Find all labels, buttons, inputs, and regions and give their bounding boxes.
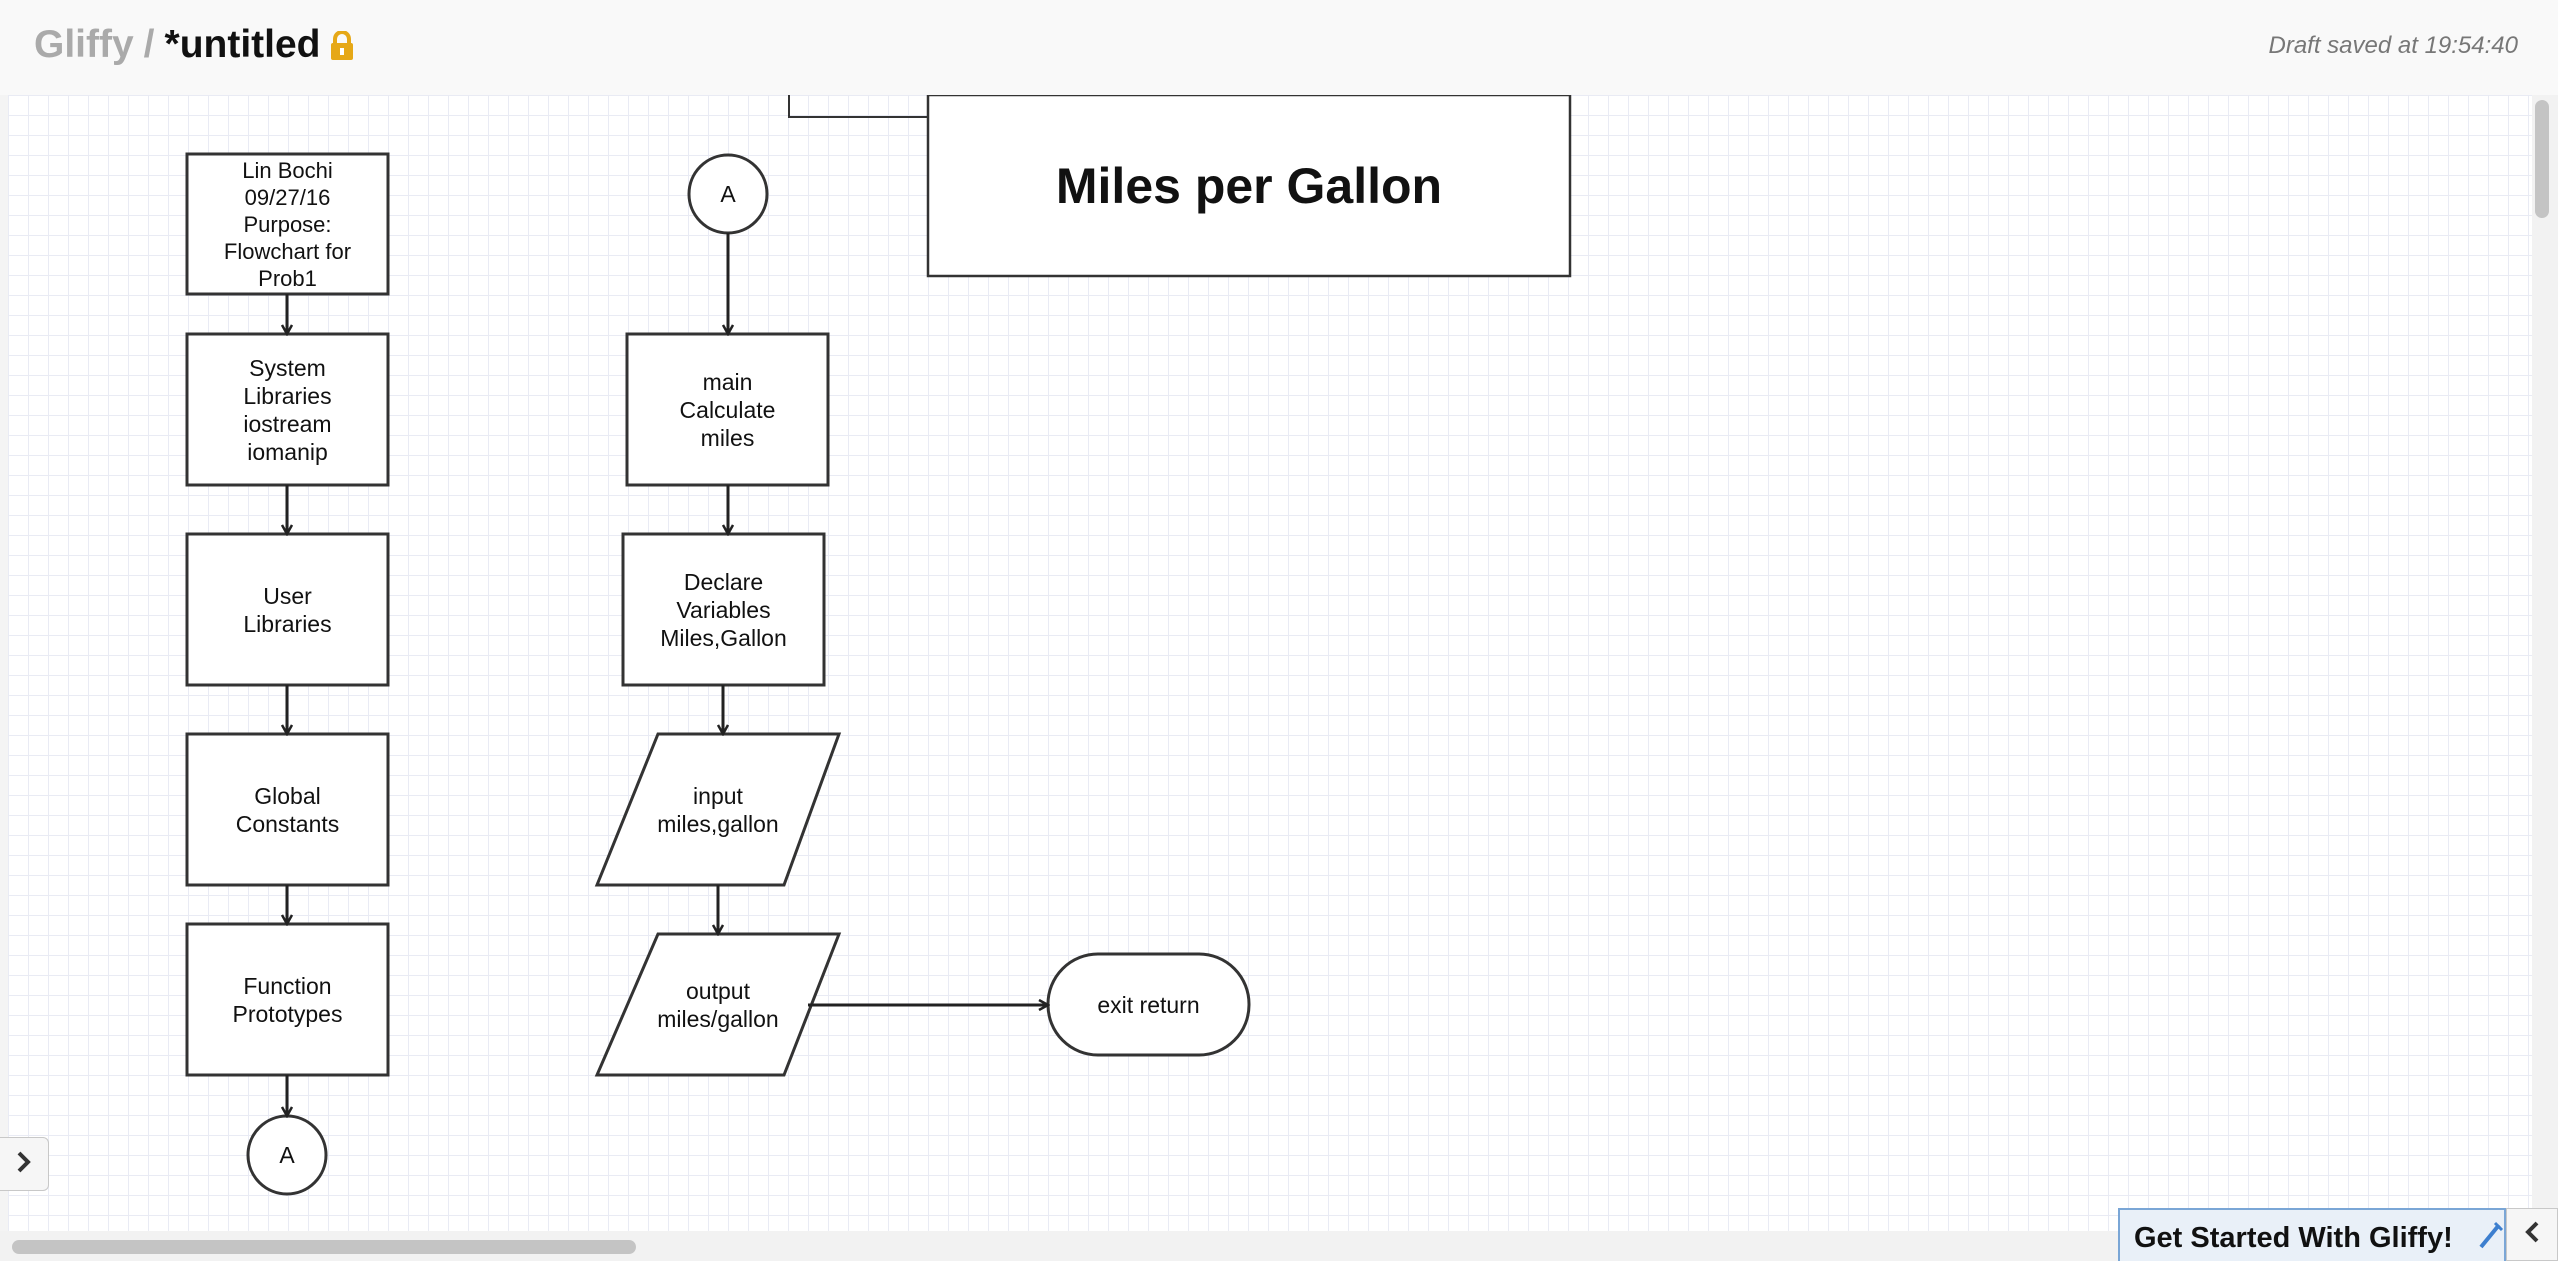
get-started-label: Get Started With Gliffy! <box>2134 1222 2453 1254</box>
lock-icon[interactable] <box>329 26 355 72</box>
diagram-shapes <box>185 95 1572 1196</box>
system-libraries-line-2: Libraries <box>243 382 332 409</box>
main-process-label[interactable]: main Calculate miles <box>627 334 828 485</box>
function-prototypes-label[interactable]: Function Prototypes <box>187 924 388 1075</box>
system-libraries-line-4: iomanip <box>247 438 328 465</box>
diagram-title[interactable]: Miles per Gallon <box>1055 157 1443 214</box>
user-libraries-label[interactable]: User Libraries <box>187 534 388 685</box>
main-process-line-1: main <box>702 368 753 395</box>
collapse-panel-button[interactable] <box>2506 1208 2558 1261</box>
main-process-line-2: Calculate <box>679 396 776 423</box>
output-label[interactable]: output miles/gallon <box>628 934 808 1075</box>
user-libraries-line-2: Libraries <box>243 610 332 637</box>
top-bar: Gliffy/*untitled Draft saved at 19:54:40 <box>0 0 2558 95</box>
vertical-scroll-thumb[interactable] <box>2535 100 2549 218</box>
function-prototypes-line-1: Function <box>243 972 332 999</box>
output-line-1: output <box>686 977 750 1004</box>
system-libraries-line-3: iostream <box>243 410 332 437</box>
pencil-icon <box>2478 1220 2504 1255</box>
input-line-2: miles,gallon <box>657 810 779 837</box>
input-label[interactable]: input miles,gallon <box>628 734 808 885</box>
declare-variables-box <box>621 532 826 687</box>
side-panel-toggle-button[interactable] <box>0 1137 49 1191</box>
get-started-panel[interactable]: Get Started With Gliffy! <box>2118 1208 2506 1261</box>
system-libraries-line-1: System <box>249 354 326 381</box>
input-line-1: input <box>693 782 743 809</box>
global-constants-line-2: Constants <box>235 810 340 837</box>
system-libraries-label[interactable]: System Libraries iostream iomanip <box>187 334 388 485</box>
header-note-label[interactable]: Lin Bochi 09/27/16 Purpose: Flowchart fo… <box>187 154 388 294</box>
horizontal-scroll-thumb[interactable] <box>12 1240 636 1254</box>
partial-shape-outline <box>788 95 928 118</box>
system-libraries-box <box>185 332 390 487</box>
chevron-left-icon <box>2523 1220 2541 1249</box>
note-line-3: Purpose: <box>243 211 332 237</box>
user-libraries-line-1: User <box>263 582 312 609</box>
note-line-2: 09/27/16 <box>244 184 331 210</box>
header-note-box <box>185 152 390 296</box>
output-line-2: miles/gallon <box>657 1005 779 1032</box>
declare-variables-line-3: Miles,Gallon <box>660 624 787 651</box>
breadcrumb-separator: / <box>143 23 155 66</box>
function-prototypes-line-2: Prototypes <box>232 1000 343 1027</box>
vertical-scrollbar[interactable] <box>2532 95 2558 1231</box>
input-parallelogram <box>594 732 842 887</box>
global-constants-line-1: Global <box>254 782 321 809</box>
main-process-line-3: miles <box>700 424 755 451</box>
declare-variables-line-1: Declare <box>683 568 764 595</box>
app-name-link[interactable]: Gliffy <box>34 23 134 66</box>
chevron-right-icon <box>15 1150 33 1179</box>
diagram-canvas[interactable]: Miles per Gallon Lin Bochi 09/27/16 Purp… <box>8 95 2532 1231</box>
output-parallelogram <box>594 932 842 1077</box>
title-box <box>926 95 1572 278</box>
connector-a-bottom-label[interactable]: A <box>279 1142 295 1168</box>
breadcrumb: Gliffy/*untitled <box>34 22 355 72</box>
note-line-5: Prob1 <box>258 265 317 291</box>
document-title[interactable]: *untitled <box>164 23 321 66</box>
main-process-box <box>625 332 830 487</box>
note-line-1: Lin Bochi <box>242 157 333 183</box>
connector-a-top-label[interactable]: A <box>720 181 736 207</box>
exit-return-label[interactable]: exit return <box>1097 991 1200 1018</box>
global-constants-label[interactable]: Global Constants <box>187 734 388 885</box>
declare-variables-line-2: Variables <box>676 596 771 623</box>
draft-status: Draft saved at 19:54:40 <box>2268 32 2519 59</box>
note-line-4: Flowchart for <box>223 238 352 264</box>
declare-variables-label[interactable]: Declare Variables Miles,Gallon <box>623 534 824 685</box>
